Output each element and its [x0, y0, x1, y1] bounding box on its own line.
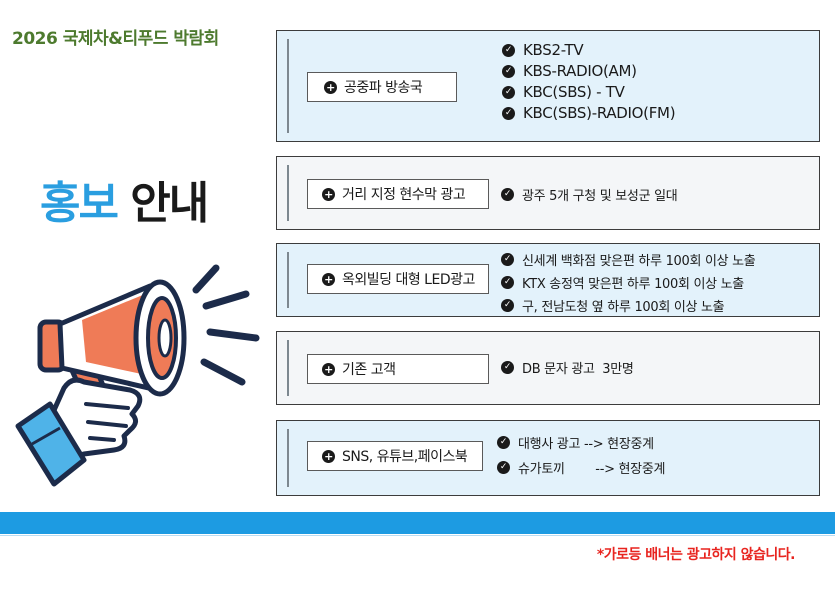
check-circle-icon: ✓ — [502, 43, 515, 57]
list-item: ✓ KBC(SBS) - TV — [502, 83, 675, 101]
section-label: + 옥외빌딩 대형 LED광고 — [307, 264, 489, 294]
footer-band — [0, 512, 835, 534]
plus-circle-icon: + — [322, 272, 335, 286]
section-divider — [287, 429, 289, 487]
item-text: 광주 5개 구청 및 보성군 일대 — [522, 189, 678, 204]
check-circle-icon: ✓ — [501, 276, 514, 289]
list-item: ✓ 신세계 백화점 맞은편 하루 100회 이상 노출 — [501, 250, 756, 269]
section-label-text: 기존 고객 — [342, 362, 396, 378]
list-item: ✓ KTX 송정역 맞은편 하루 100회 이상 노출 — [501, 273, 755, 292]
item-text: 구, 전남도청 옆 하루 100회 이상 노출 — [522, 300, 725, 315]
section-label: + 기존 고객 — [307, 354, 489, 384]
item-text: KBS2-TV — [523, 41, 584, 59]
list-item: ✓ KBC(SBS)-RADIO(FM) — [502, 104, 676, 122]
section-led: + 옥외빌딩 대형 LED광고 ✓ 신세계 백화점 맞은편 하루 100회 이상 … — [276, 243, 820, 317]
check-circle-icon: ✓ — [502, 106, 515, 120]
section-items: ✓ 신세계 백화점 맞은편 하루 100회 이상 노출 ✓ KTX 송정역 맞은편 … — [501, 250, 756, 315]
list-item: ✓ KBS2-TV — [502, 41, 675, 59]
item-text: KBC(SBS)-RADIO(FM) — [523, 104, 676, 122]
megaphone-icon — [15, 264, 260, 487]
section-label-text: 옥외빌딩 대형 LED광고 — [342, 272, 475, 288]
check-circle-icon: ✓ — [502, 85, 515, 99]
section-banner: + 거리 지정 현수막 광고 ✓ 광주 5개 구청 및 보성군 일대 — [276, 156, 820, 230]
check-circle-icon: ✓ — [501, 253, 514, 266]
heading-rest: 안내 — [116, 178, 209, 229]
section-label-text: 거리 지정 현수막 광고 — [342, 187, 466, 203]
section-items: ✓ KBS2-TV ✓ KBS-RADIO(AM) ✓ KBC(SBS) - TV ✓… — [502, 41, 676, 122]
section-items: ✓ DB 문자 광고 3만명 — [501, 358, 634, 377]
section-label-text: SNS, 유튜브,페이스북 — [342, 449, 468, 465]
plus-circle-icon: + — [322, 362, 335, 376]
check-circle-icon: ✓ — [501, 188, 514, 201]
item-text: KBS-RADIO(AM) — [523, 62, 637, 80]
section-divider — [287, 252, 289, 308]
section-items: ✓ 대행사 광고 --> 현장중계 ✓ 슈가토끼 --> 현장중계 — [497, 433, 665, 477]
plus-circle-icon: + — [322, 449, 335, 463]
check-circle-icon: ✓ — [501, 361, 514, 374]
plus-circle-icon: + — [322, 187, 335, 201]
item-text: 대행사 광고 --> 현장중계 — [518, 437, 654, 452]
section-divider — [287, 340, 289, 396]
item-text: 슈가토끼 --> 현장중계 — [518, 462, 666, 477]
section-divider — [287, 165, 289, 221]
section-label: + 거리 지정 현수막 광고 — [307, 179, 489, 209]
promo-heading: 홍보 안내 — [40, 178, 209, 230]
list-item: ✓ DB 문자 광고 3만명 — [501, 358, 634, 377]
item-text: KTX 송정역 맞은편 하루 100회 이상 노출 — [522, 277, 744, 292]
heading-accent: 홍보 — [40, 178, 119, 229]
footnote: *가로등 배너는 광고하지 않습니다. — [596, 547, 796, 563]
section-items: ✓ 광주 5개 구청 및 보성군 일대 — [501, 185, 678, 204]
section-divider — [287, 39, 289, 133]
section-label: + SNS, 유튜브,페이스북 — [307, 441, 483, 471]
section-sns: + SNS, 유튜브,페이스북 ✓ 대행사 광고 --> 현장중계 ✓ 슈가토끼 -… — [276, 420, 820, 496]
list-item: ✓ 슈가토끼 --> 현장중계 — [497, 458, 665, 477]
check-circle-icon: ✓ — [501, 299, 514, 312]
plus-circle-icon: + — [324, 80, 337, 94]
list-item: ✓ 광주 5개 구청 및 보성군 일대 — [501, 185, 678, 204]
event-title: 2026 국제차&티푸드 박람회 — [12, 29, 219, 49]
footer-divider — [0, 535, 835, 536]
section-label-text: 공중파 방송국 — [344, 80, 423, 96]
item-text: KBC(SBS) - TV — [523, 83, 625, 101]
list-item: ✓ 구, 전남도청 옆 하루 100회 이상 노출 — [501, 296, 755, 315]
section-broadcast: + 공중파 방송국 ✓ KBS2-TV ✓ KBS-RADIO(AM) ✓ KBC(S… — [276, 30, 820, 142]
section-label: + 공중파 방송국 — [307, 72, 457, 102]
item-text: DB 문자 광고 3만명 — [522, 362, 634, 377]
check-circle-icon: ✓ — [497, 436, 510, 449]
section-customers: + 기존 고객 ✓ DB 문자 광고 3만명 — [276, 331, 820, 405]
list-item: ✓ KBS-RADIO(AM) — [502, 62, 675, 80]
list-item: ✓ 대행사 광고 --> 현장중계 — [497, 433, 665, 452]
item-text: 신세계 백화점 맞은편 하루 100회 이상 노출 — [522, 254, 756, 269]
check-circle-icon: ✓ — [502, 64, 515, 78]
check-circle-icon: ✓ — [497, 461, 510, 474]
